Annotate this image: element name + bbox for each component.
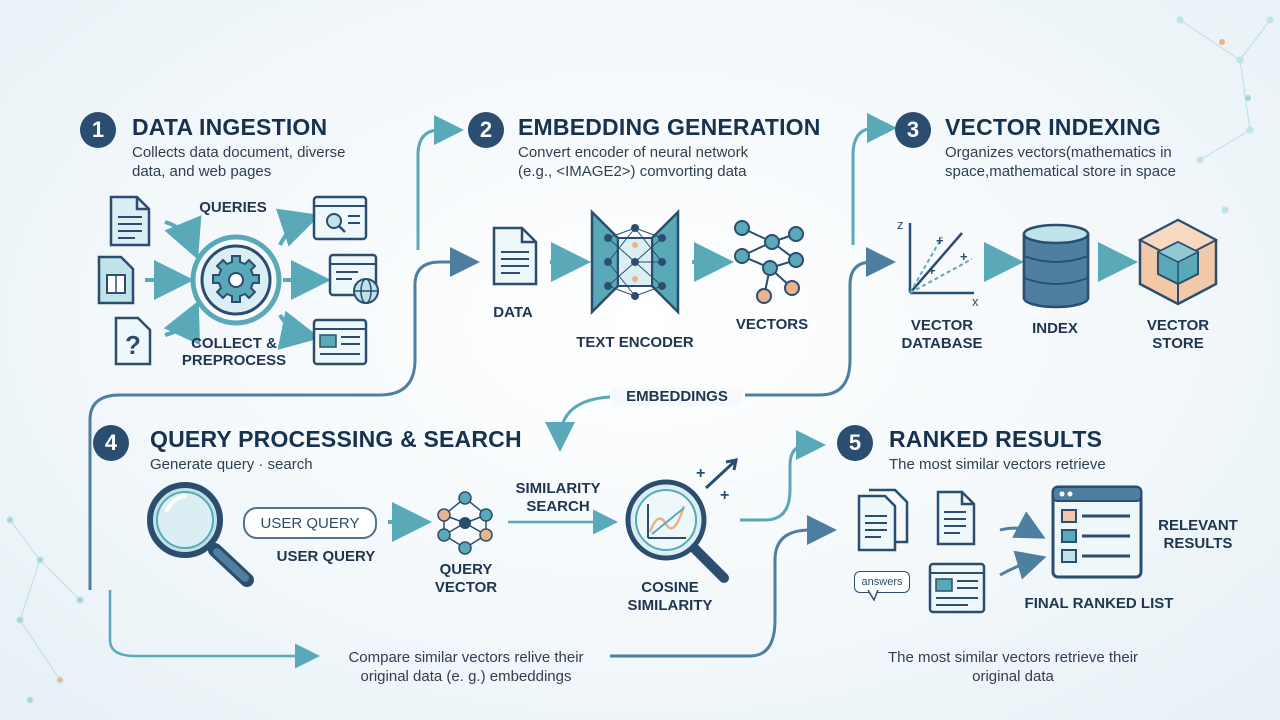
user-query-label: USER QUERY bbox=[276, 548, 376, 565]
vector-space-axes-icon: + + + bbox=[908, 223, 974, 295]
step-1-desc-line2: data, and web pages bbox=[132, 163, 272, 180]
step-3-badge: 3 bbox=[895, 112, 931, 148]
svg-text:+: + bbox=[928, 263, 936, 278]
compare-note-line1: Compare similar vectors relive their bbox=[348, 649, 584, 666]
network-decoration-top-left bbox=[1219, 39, 1251, 101]
step-2-title: EMBEDDING GENERATION bbox=[518, 114, 821, 140]
query-vector-label-2: VECTOR bbox=[434, 579, 498, 596]
user-query-input[interactable]: USER QUERY bbox=[243, 507, 377, 539]
browser-page-icon bbox=[312, 318, 368, 366]
step-3-desc-line2: space,mathematical store in space bbox=[945, 163, 1176, 180]
data-label: DATA bbox=[493, 304, 533, 321]
preprocess-label: PREPROCESS bbox=[181, 352, 287, 369]
step-5-badge: 5 bbox=[837, 425, 873, 461]
data-document-icon bbox=[492, 226, 538, 286]
vector-store-cube-icon bbox=[1137, 218, 1219, 306]
speech-tail-icon bbox=[867, 590, 879, 602]
query-vector-label-1: QUERY bbox=[439, 561, 493, 578]
similarity-search-label-2: SEARCH bbox=[526, 498, 590, 515]
vectors-network-icon bbox=[734, 220, 804, 304]
step-2-badge: 2 bbox=[468, 112, 504, 148]
step-1-desc-line1: Collects data document, diverse bbox=[132, 144, 346, 161]
compare-note-line2: original data (e. g.) embeddings bbox=[360, 668, 572, 685]
text-encoder-label: TEXT ENCODER bbox=[576, 334, 694, 351]
vector-database-label-2: DATABASE bbox=[901, 335, 983, 352]
vector-store-label-2: STORE bbox=[1152, 335, 1204, 352]
step-5-desc-line1: The most similar vectors retrieve bbox=[889, 456, 1106, 473]
question-file-icon: ? bbox=[114, 316, 152, 366]
relevant-results-label-2: RESULTS bbox=[1163, 535, 1233, 552]
query-vector-network-icon bbox=[437, 491, 493, 555]
step-2-desc-line1: Convert encoder of neural network bbox=[518, 144, 749, 161]
gear-icon bbox=[190, 234, 282, 326]
step-4-badge: 4 bbox=[93, 425, 129, 461]
svg-text:+: + bbox=[696, 465, 705, 482]
index-database-icon bbox=[1022, 223, 1090, 309]
relevant-results-label-1: RELEVANT bbox=[1158, 517, 1238, 534]
result-web-page-icon bbox=[928, 562, 986, 614]
search-window-icon bbox=[312, 195, 368, 241]
step-2-desc-line2: (e.g., <IMAGE2>) comvorting data bbox=[518, 163, 747, 180]
svg-text:+: + bbox=[960, 249, 968, 264]
retrieve-note-line1: The most similar vectors retrieve their bbox=[887, 649, 1139, 666]
index-label: INDEX bbox=[1032, 320, 1078, 337]
vectors-label: VECTORS bbox=[735, 316, 809, 333]
step-1-badge: 1 bbox=[80, 112, 116, 148]
text-encoder-icon bbox=[590, 208, 680, 316]
step-4-desc-line1: Generate query · search bbox=[150, 456, 313, 473]
step-3-title: VECTOR INDEXING bbox=[945, 114, 1161, 140]
svg-text:+: + bbox=[936, 233, 944, 248]
axis-z-label: z bbox=[897, 217, 904, 232]
axis-x-label: x bbox=[972, 294, 979, 309]
step-4-title: QUERY PROCESSING & SEARCH bbox=[150, 426, 522, 452]
cosine-similarity-icon: + + bbox=[625, 458, 738, 583]
network-decoration-top-right bbox=[1176, 16, 1274, 214]
web-page-icon bbox=[328, 253, 379, 304]
svg-text:+: + bbox=[720, 487, 729, 504]
answers-bubble: answers bbox=[854, 571, 910, 593]
ranked-list-icon bbox=[1051, 485, 1143, 579]
final-ranked-list-label: FINAL RANKED LIST bbox=[1024, 595, 1174, 612]
network-decoration-bottom-left bbox=[6, 516, 84, 704]
result-document-icon bbox=[936, 490, 976, 546]
retrieve-note-line2: original data bbox=[972, 668, 1054, 685]
document-icon bbox=[109, 195, 151, 247]
cosine-similarity-label-1: COSINE bbox=[641, 579, 699, 596]
similarity-search-label-1: SIMILARITY bbox=[515, 480, 601, 497]
vector-store-label-1: VECTOR bbox=[1146, 317, 1210, 334]
result-documents-icon bbox=[857, 488, 909, 552]
magnifier-search-icon bbox=[147, 482, 254, 587]
cosine-similarity-label-2: SIMILARITY bbox=[627, 597, 713, 614]
step-1-title: DATA INGESTION bbox=[132, 114, 328, 140]
spreadsheet-file-icon bbox=[97, 255, 135, 305]
step-5-title: RANKED RESULTS bbox=[889, 426, 1103, 452]
embeddings-label: EMBEDDINGS bbox=[612, 388, 742, 406]
queries-label: QUERIES bbox=[199, 199, 267, 216]
step-3-desc-line1: Organizes vectors(mathematics in bbox=[945, 144, 1172, 161]
svg-text:?: ? bbox=[125, 330, 141, 360]
collect-label: COLLECT & bbox=[191, 335, 277, 352]
vector-database-label-1: VECTOR bbox=[910, 317, 974, 334]
